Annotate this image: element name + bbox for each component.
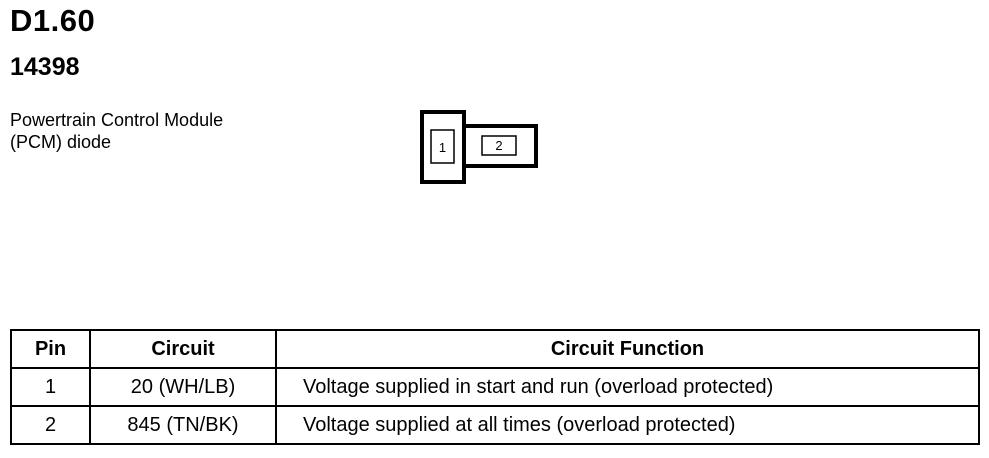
- page-title: D1.60: [10, 3, 96, 38]
- cell-circuit-function: Voltage supplied in start and run (overl…: [275, 367, 980, 407]
- pinout-table: Pin Circuit Circuit Function 1 20 (WH/LB…: [10, 329, 980, 445]
- header-circuit: Circuit: [89, 329, 277, 369]
- part-number: 14398: [10, 53, 80, 81]
- connector-diagram: 1 2: [420, 110, 538, 184]
- cell-pin: 1: [10, 367, 91, 407]
- header-pin: Pin: [10, 329, 91, 369]
- pin-1-terminal: [430, 129, 455, 164]
- cell-circuit: 20 (WH/LB): [89, 367, 277, 407]
- component-description: Powertrain Control Module (PCM) diode: [10, 110, 224, 152]
- cell-pin: 2: [10, 405, 91, 445]
- pin-2-terminal: [481, 135, 517, 156]
- pin-2-label: 2: [495, 138, 502, 153]
- header-circuit-function: Circuit Function: [275, 329, 980, 369]
- table-row: 1 20 (WH/LB) Voltage supplied in start a…: [10, 367, 980, 407]
- table-header-row: Pin Circuit Circuit Function: [10, 329, 980, 369]
- pin-1-label: 1: [439, 140, 446, 155]
- cell-circuit: 845 (TN/BK): [89, 405, 277, 445]
- cell-circuit-function: Voltage supplied at all times (overload …: [275, 405, 980, 445]
- table-row: 2 845 (TN/BK) Voltage supplied at all ti…: [10, 405, 980, 445]
